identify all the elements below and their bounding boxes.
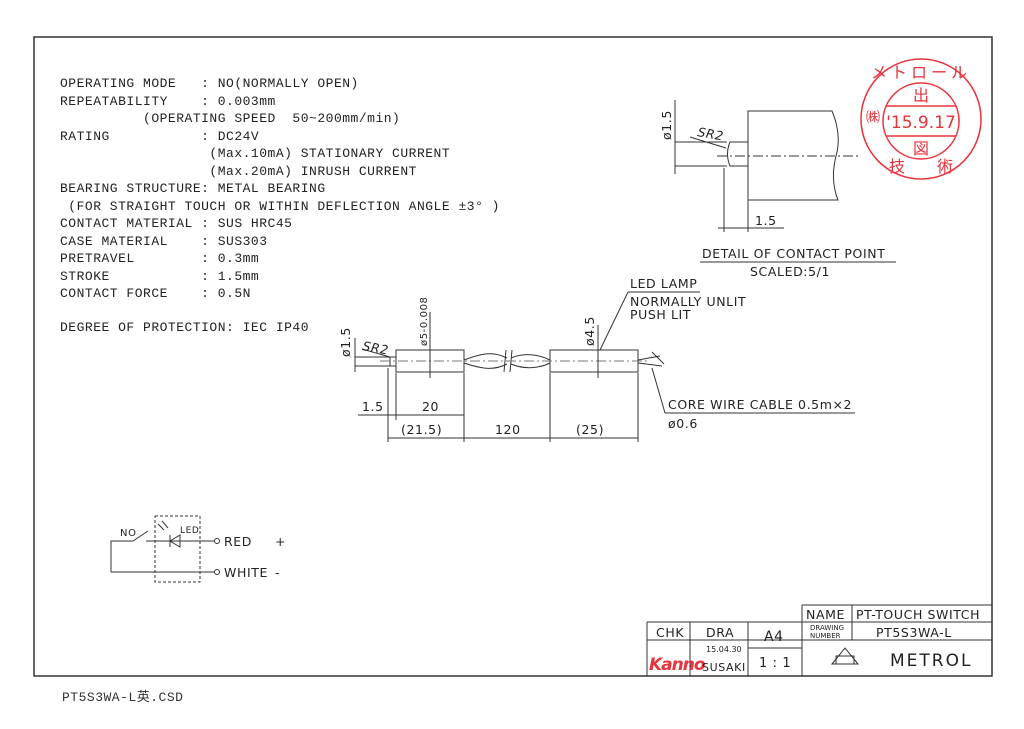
company-name: METROL: [890, 651, 972, 671]
spec-line: BEARING STRUCTURE: METAL BEARING: [60, 181, 326, 196]
detail-length-label: 1.5: [755, 213, 777, 228]
spec-line: STROKE : 1.5mm: [60, 269, 260, 284]
drafter-name: SUSAKI: [702, 661, 746, 674]
detail-title: DETAIL OF CONTACT POINT: [702, 246, 885, 261]
cable-label: CORE WIRE CABLE 0.5m×2: [668, 397, 852, 412]
switch-outline: [354, 291, 855, 442]
drafting-date: 15.04.30: [706, 645, 742, 654]
drawing-number-label-1: DRAWING: [810, 624, 844, 632]
stamp-dept-right: 術: [937, 157, 953, 176]
stamp-dept-left: 技: [889, 157, 905, 176]
detail-radius-label: SR2: [696, 124, 725, 143]
file-name: PT5S3WA-L英.CSD: [62, 690, 184, 705]
drawing-number: PT5S3WA-L: [876, 625, 952, 640]
company-logo-icon: [830, 647, 860, 665]
spec-line: RATING : DC24V: [60, 129, 260, 144]
spec-line: CASE MATERIAL : SUS303: [60, 234, 268, 249]
spec-line: (FOR STRAIGHT TOUCH OR WITHIN DEFLECTION…: [60, 199, 500, 214]
stamp-company: メトロール: [871, 63, 971, 82]
drawing-frame: [33, 36, 993, 677]
spec-line: CONTACT MATERIAL : SUS HRC45: [60, 216, 293, 231]
stamp-date: '15.9.17: [886, 113, 956, 133]
red-wire-label: RED: [224, 534, 252, 549]
pin-dia-label: ø1.5: [338, 327, 353, 357]
dim-body: 20: [422, 399, 439, 414]
detail-scale: SCALED:5/1: [750, 264, 830, 279]
stamp-bottom: 図: [913, 139, 929, 158]
approval-stamp: [860, 58, 982, 180]
paper-size: A4: [764, 629, 784, 645]
contact-detail: [674, 100, 896, 263]
title-block: [646, 604, 992, 676]
name-label: NAME: [806, 607, 845, 622]
stamp-top: 出: [913, 86, 929, 105]
stamp-prefix: ㈱: [866, 110, 880, 126]
led-lamp-label: LED LAMP: [630, 276, 697, 291]
spec-line: OPERATING MODE : NO(NORMALLY OPEN): [60, 76, 359, 91]
pin-radius-label: SR2: [361, 338, 390, 357]
cable-dia: ø0.6: [668, 416, 698, 431]
led-note-2: PUSH LIT: [630, 307, 691, 322]
spec-line: CONTACT FORCE : 0.5N: [60, 286, 251, 301]
minus-label: -: [275, 565, 280, 580]
body-dia-label: ø5-0.008: [419, 296, 430, 346]
dim-cable: 120: [495, 422, 521, 437]
part-name: PT-TOUCH SWITCH: [856, 607, 980, 622]
led-note-1: NORMALLY UNLIT: [630, 294, 746, 309]
spec-line: (Max.10mA) STATIONARY CURRENT: [60, 146, 451, 161]
drawing-scale: 1 : 1: [759, 656, 791, 671]
dim-pin: 1.5: [362, 399, 384, 414]
dim-total: (21.5): [401, 422, 442, 437]
led-dia-label: ø4.5: [582, 316, 597, 346]
chk-label: CHK: [656, 625, 684, 640]
checker-signature: Kanno: [649, 655, 706, 675]
spec-line: (OPERATING SPEED 50~200mm/min): [60, 111, 401, 126]
plus-label: +: [275, 534, 286, 549]
detail-dia-label: ø1.5: [659, 110, 674, 140]
spec-line: (Max.20mA) INRUSH CURRENT: [60, 164, 417, 179]
dim-led: (25): [576, 422, 604, 437]
circuit-diagram: [110, 515, 220, 583]
spec-line: REPEATABILITY : 0.003mm: [60, 94, 276, 109]
white-wire-label: WHITE: [224, 565, 268, 580]
led-label: LED: [180, 526, 199, 536]
spec-line: PRETRAVEL : 0.3mm: [60, 251, 260, 266]
protection-line: DEGREE OF PROTECTION: IEC IP40: [60, 320, 310, 335]
dra-label: DRA: [706, 625, 734, 640]
switch-no-label: NO: [120, 528, 137, 539]
drawing-number-label-2: NUMBER: [810, 632, 841, 640]
